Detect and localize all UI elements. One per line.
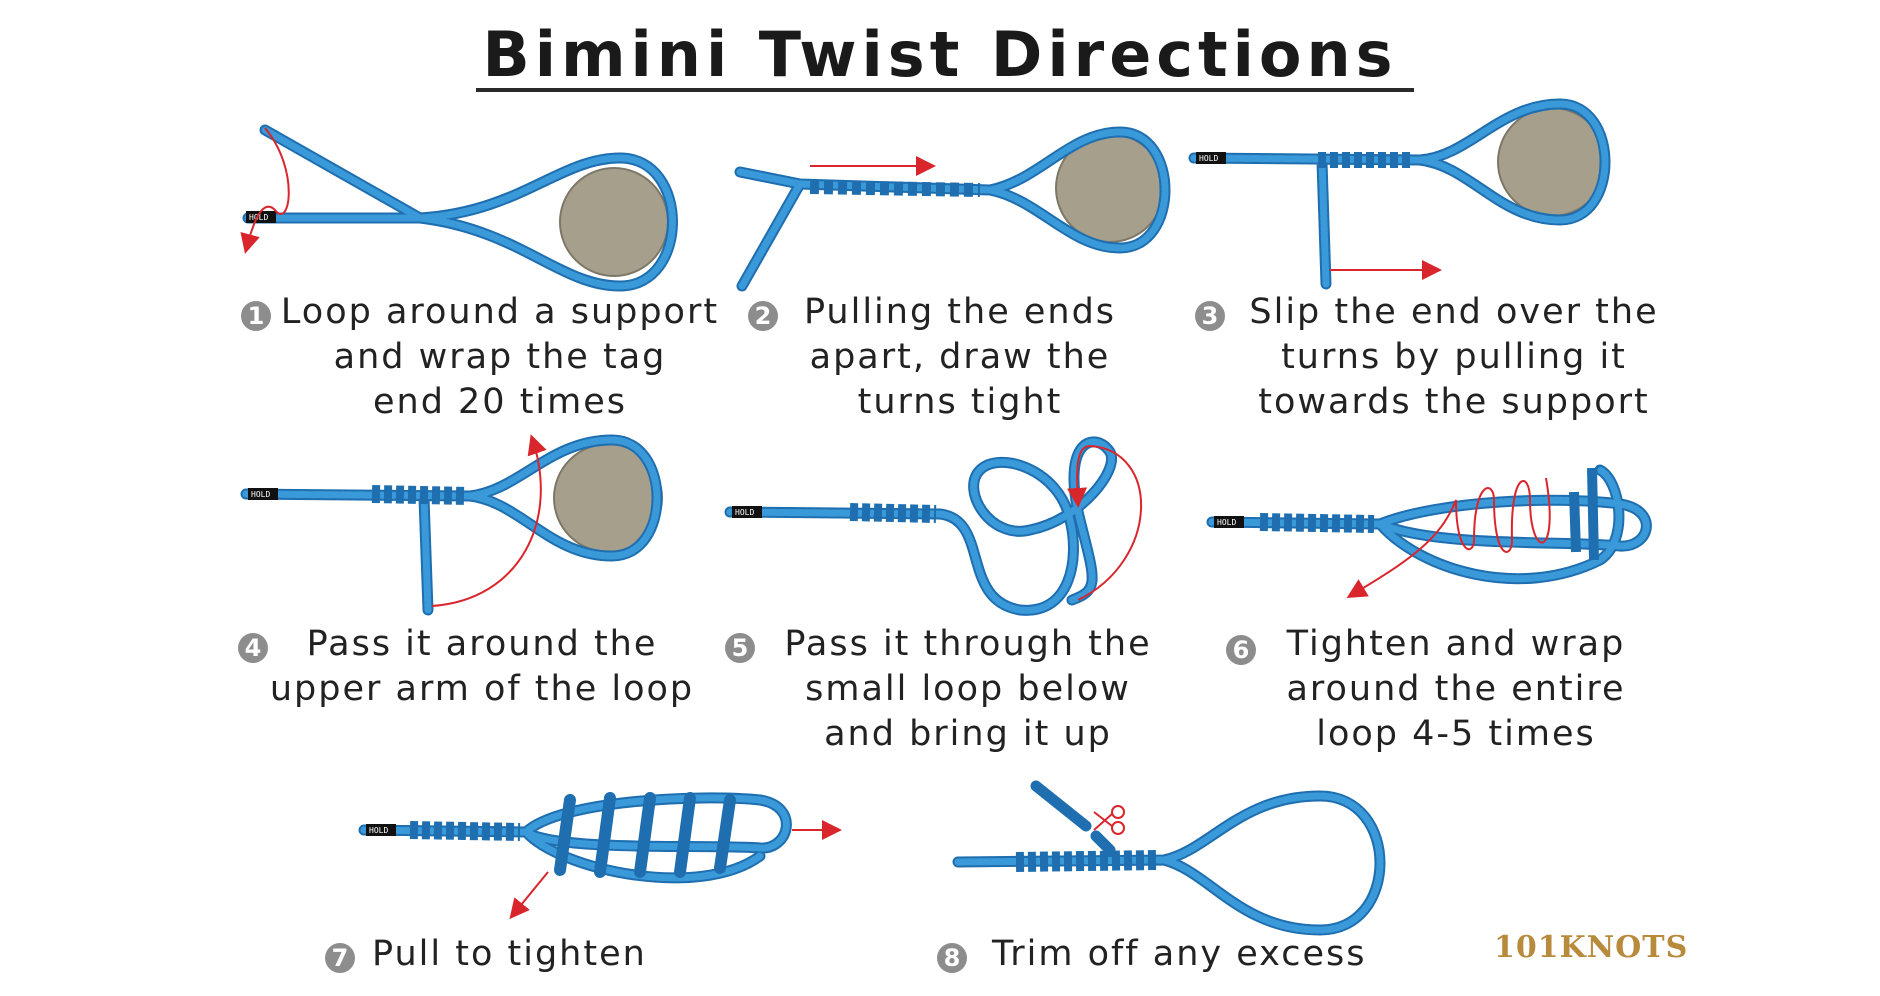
step-1-illustration: HOLD	[240, 124, 678, 292]
caption-line: Pulling the ends	[803, 292, 1117, 332]
hold-tag	[248, 488, 278, 500]
step-badge: 8	[937, 943, 967, 973]
caption-line: upper arm of the loop	[269, 669, 695, 709]
step-caption: Trim off any excess	[992, 932, 1412, 977]
caption-line: turns by pulling it	[1281, 337, 1627, 377]
step-8-illustration	[952, 780, 1386, 936]
caption-line: apart, draw the	[809, 337, 1111, 377]
direction-arrow	[509, 871, 549, 920]
support-post	[559, 167, 669, 277]
step-2-illustration	[734, 126, 1171, 292]
direction-arrow	[1067, 444, 1143, 601]
caption-line: turns tight	[857, 382, 1063, 422]
step-badge: 2	[748, 301, 778, 331]
hold-tag	[366, 824, 396, 836]
scissors-icon	[1093, 805, 1125, 835]
caption-line: small loop below	[805, 669, 1131, 709]
step-caption: Slip the end over the turns by pulling i…	[1234, 290, 1674, 425]
step-badge: 1	[241, 301, 271, 331]
caption-line: Trim off any excess	[992, 934, 1367, 974]
hold-tag	[1214, 516, 1244, 528]
brand-logo: 101KNOTS	[1494, 930, 1689, 965]
caption-line: around the entire	[1286, 669, 1626, 709]
caption-line: and wrap the tag	[333, 337, 667, 377]
step-7-illustration: HOLD	[358, 792, 842, 920]
step-6-illustration: HOLD	[1206, 464, 1652, 599]
hold-tag-label: HOLD	[249, 213, 268, 222]
trimmed-end	[1030, 780, 1116, 856]
step-badge: 5	[725, 633, 755, 663]
title-underline	[476, 88, 1414, 92]
page-title: Bimini Twist Directions	[482, 18, 1398, 91]
caption-line: end 20 times	[372, 382, 628, 422]
hold-tag-label: HOLD	[1217, 518, 1236, 527]
direction-arrow	[431, 434, 547, 607]
step-caption: Loop around a support and wrap the tag e…	[270, 290, 730, 425]
line-loop	[724, 436, 1117, 616]
caption-line: Slip the end over the	[1249, 292, 1659, 332]
caption-line: towards the support	[1258, 382, 1650, 422]
hold-tag	[1196, 152, 1226, 164]
hold-tag-label: HOLD	[1199, 154, 1218, 163]
step-badge: 4	[238, 633, 268, 663]
step-caption: Pass it through the small loop below and…	[768, 622, 1168, 757]
hold-tag-label: HOLD	[369, 826, 388, 835]
step-caption: Pull to tighten	[372, 932, 672, 977]
direction-arrow	[240, 127, 290, 254]
step-caption: Tighten and wrap around the entire loop …	[1266, 622, 1646, 757]
caption-line: loop 4-5 times	[1316, 714, 1596, 754]
caption-line: Loop around a support	[280, 292, 720, 332]
caption-line: Pull to tighten	[372, 934, 647, 974]
step-4-illustration: HOLD	[240, 434, 663, 616]
caption-line: and bring it up	[824, 714, 1112, 754]
step-caption: Pulling the ends apart, draw the turns t…	[790, 290, 1130, 425]
step-5-illustration: HOLD	[724, 436, 1143, 616]
hold-tag	[246, 211, 276, 223]
hold-tag-label: HOLD	[735, 508, 754, 517]
step-badge: 3	[1195, 301, 1225, 331]
step-badge: 7	[325, 943, 355, 973]
step-3-illustration: HOLD	[1188, 98, 1611, 290]
hold-tag	[732, 506, 762, 518]
step-badge: 6	[1226, 635, 1256, 665]
caption-line: Pass it around the	[306, 624, 658, 664]
caption-line: Tighten and wrap	[1286, 624, 1626, 664]
step-caption: Pass it around the upper arm of the loop	[262, 622, 702, 712]
hold-tag-label: HOLD	[251, 490, 270, 499]
direction-arrow	[1346, 477, 1551, 599]
caption-line: Pass it through the	[784, 624, 1152, 664]
